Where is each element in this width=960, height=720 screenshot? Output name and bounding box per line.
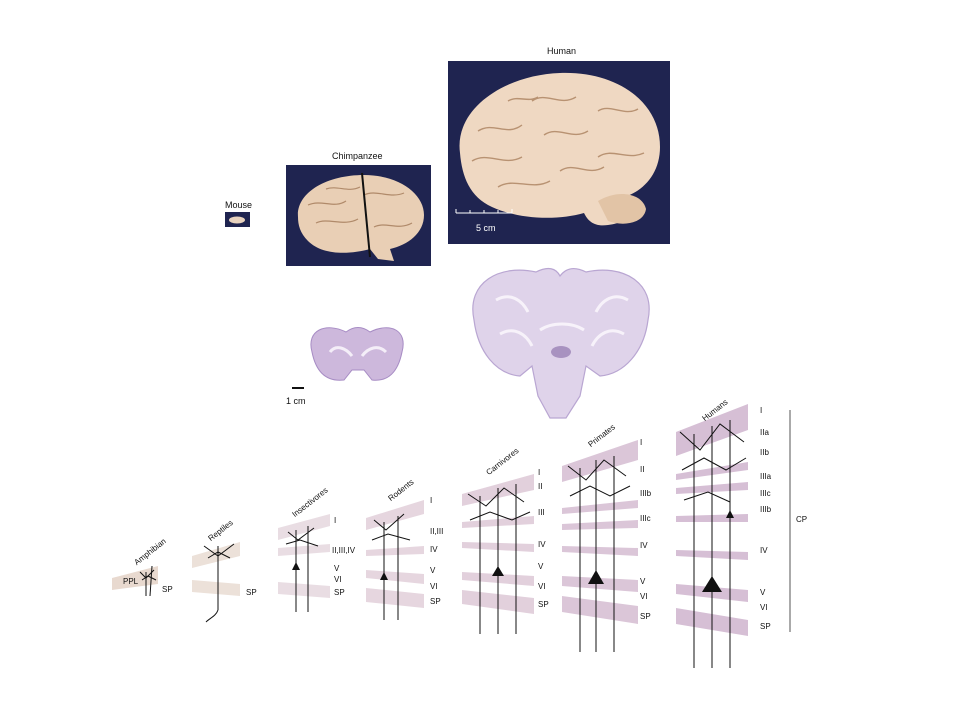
- layer-label: V: [538, 562, 544, 571]
- chimpanzee-brain-shape: [297, 172, 424, 261]
- layer-label: SP: [640, 612, 651, 621]
- layer-label: IIIb: [640, 489, 652, 498]
- layer-label: I: [538, 468, 541, 477]
- layer-label: SP: [538, 600, 549, 609]
- human-brain-photo: 5 cm: [448, 61, 670, 244]
- layer-label: V: [760, 588, 766, 597]
- taxon-primates: Primates: [586, 422, 617, 449]
- mouse-brain-photo: [225, 212, 250, 227]
- layer-label: IV: [538, 540, 546, 549]
- mouse-brain-shape: [229, 216, 245, 224]
- human-brain-shape: [455, 72, 660, 226]
- taxon-amphibian: Amphibian: [132, 536, 168, 567]
- layer-label: VI: [640, 592, 648, 601]
- layer-label: I: [640, 438, 643, 447]
- taxon-reptiles: Reptiles: [206, 518, 235, 543]
- layer-label: II,III: [430, 527, 444, 536]
- layer-label: IIIc: [640, 514, 651, 523]
- human-label: Human: [547, 46, 577, 56]
- cp-label: CP: [796, 515, 808, 524]
- insectivores-column: [278, 514, 330, 612]
- layer-label: IIIa: [760, 472, 772, 481]
- mouse-label: Mouse: [225, 200, 253, 210]
- layer-label: IV: [430, 545, 438, 554]
- layer-label: IIa: [760, 428, 769, 437]
- layer-label: PPL: [123, 577, 139, 586]
- chimp-coronal-section: [310, 327, 404, 381]
- layer-label: II,III,IV: [332, 546, 356, 555]
- layer-label: SP: [430, 597, 441, 606]
- layer-label: VI: [430, 582, 438, 591]
- layer-label: VI: [760, 603, 768, 612]
- layer-label: IIIc: [760, 489, 771, 498]
- carnivores-column: [462, 474, 534, 634]
- layer-label: VI: [334, 575, 342, 584]
- taxon-carnivores: Carnivores: [484, 446, 521, 477]
- layer-label: I: [334, 516, 337, 525]
- taxon-rodents: Rodents: [386, 477, 416, 503]
- scale-1cm-label: 1 cm: [286, 396, 306, 406]
- chimpanzee-brain-photo: [286, 165, 431, 266]
- layer-label: SP: [246, 588, 257, 597]
- layer-label: IV: [760, 546, 768, 555]
- chimpanzee-label: Chimpanzee: [332, 151, 383, 161]
- humans-column: [676, 404, 748, 668]
- layer-label: I: [760, 406, 763, 415]
- layer-label: SP: [162, 585, 173, 594]
- scale-5cm-label: 5 cm: [476, 223, 496, 233]
- taxon-insectivores: Insectivores: [290, 485, 330, 519]
- layer-label: II: [640, 465, 645, 474]
- layer-label: VI: [538, 582, 546, 591]
- taxon-humans: Humans: [700, 397, 730, 423]
- layer-label: SP: [760, 622, 771, 631]
- layer-label: IIb: [760, 448, 769, 457]
- reptiles-column: [192, 542, 240, 623]
- layer-label: I: [430, 496, 433, 505]
- layer-label: V: [334, 564, 340, 573]
- layer-label: V: [640, 577, 646, 586]
- layer-label: IV: [640, 541, 648, 550]
- layer-label: II: [538, 482, 543, 491]
- layer-label: SP: [334, 588, 345, 597]
- layer-label: IIIb: [760, 505, 772, 514]
- layer-label: III: [538, 508, 545, 517]
- rodents-column: [366, 500, 424, 620]
- primates-column: [562, 440, 638, 652]
- layer-label: V: [430, 566, 436, 575]
- human-coronal-section: [472, 267, 650, 419]
